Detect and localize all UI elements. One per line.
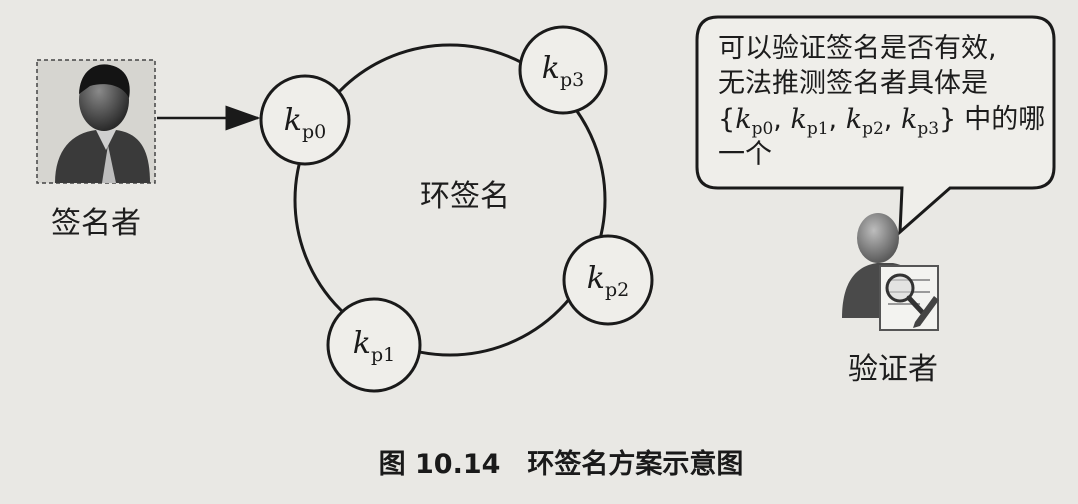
- verifier-label: 验证者: [848, 352, 938, 387]
- ring-circle: [293, 43, 607, 357]
- node-kp1-base: k: [353, 326, 371, 361]
- node-kp1-sub: p1: [371, 344, 395, 366]
- set-item-2-base: k: [846, 104, 862, 135]
- svg-text:kp2: kp2: [587, 261, 629, 301]
- speech-bubble: 可以验证签名是否有效, 无法推测签名者具体是 {kp0, kp1, kp2, k…: [695, 15, 1056, 236]
- bubble-line-3-suffix: 中的哪: [964, 104, 1045, 135]
- figure-caption: 图 10.14 环签名方案示意图: [379, 448, 744, 480]
- set-item-2-sub: p2: [862, 119, 884, 139]
- svg-text:kp3: kp3: [542, 51, 584, 91]
- set-item-1-sub: p1: [807, 119, 829, 139]
- node-kp0-base: k: [284, 103, 302, 138]
- signer-user-icon: [36, 59, 156, 184]
- node-kp2-base: k: [587, 261, 605, 296]
- bubble-line-3: {kp0, kp1, kp2, kp3}中的哪: [718, 104, 1045, 139]
- node-kp2: kp2: [562, 234, 654, 326]
- bubble-line-4: 一个: [718, 139, 772, 170]
- node-kp3: kp3: [518, 25, 608, 115]
- set-item-3-base: k: [901, 104, 917, 135]
- svg-text:kp0: kp0: [284, 103, 326, 143]
- set-close-brace: }: [939, 104, 956, 135]
- node-kp0: kp0: [259, 74, 351, 166]
- node-kp2-sub: p2: [605, 279, 629, 301]
- node-kp1: kp1: [326, 297, 422, 393]
- set-item-3-sub: p3: [917, 119, 939, 139]
- verifier-icon: [842, 213, 939, 331]
- bubble-line-1: 可以验证签名是否有效,: [718, 33, 997, 64]
- signer-label: 签名者: [51, 206, 141, 241]
- node-kp3-sub: p3: [560, 69, 584, 91]
- node-kp0-sub: p0: [302, 121, 326, 143]
- set-open-brace: {: [718, 104, 735, 135]
- set-item-0-base: k: [735, 104, 751, 135]
- set-item-1-base: k: [790, 104, 806, 135]
- ring-center-label: 环签名: [420, 179, 510, 214]
- document-magnifier-icon: [879, 265, 939, 331]
- bubble-line-2: 无法推测签名者具体是: [718, 68, 988, 99]
- set-item-0-sub: p0: [752, 119, 774, 139]
- svg-text:kp1: kp1: [353, 326, 395, 366]
- node-kp3-base: k: [542, 51, 560, 86]
